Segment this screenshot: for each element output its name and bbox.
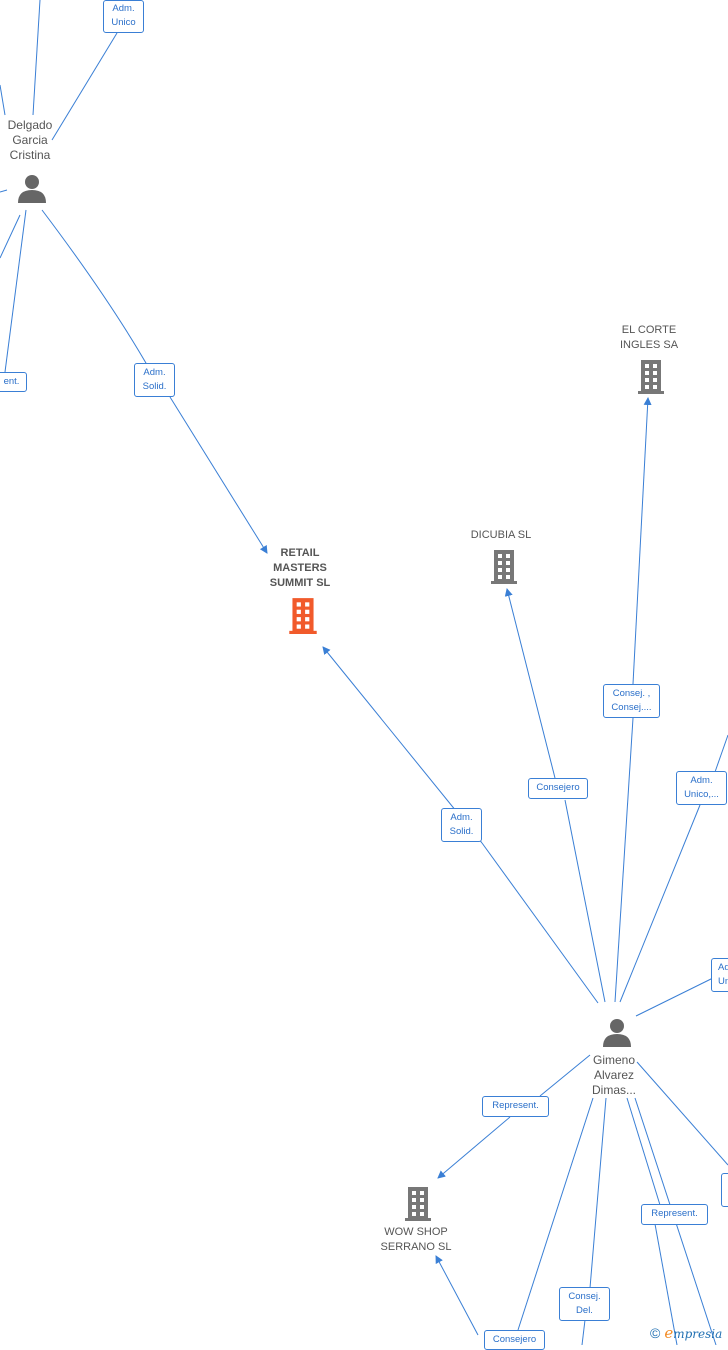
edge-label-represent[interactable]: Represent. [641, 1204, 708, 1225]
building-icon-highlighted [289, 598, 317, 634]
person-label-gimeno: Gimeno Alvarez Dimas... [591, 1053, 636, 1097]
edge-line [517, 1097, 594, 1331]
edge-line [632, 397, 652, 685]
edge-label-represent[interactable]: ent. [0, 372, 27, 392]
company-label-wow-shop: WOW SHOP SERRANO SL [380, 1226, 452, 1253]
edge-line [635, 977, 714, 1017]
edge-line [0, 189, 8, 193]
edge-line [564, 799, 606, 1003]
edge-line [437, 1116, 511, 1179]
brand-watermark: © empresia [650, 1324, 722, 1342]
building-icon [638, 360, 664, 394]
edge-line [619, 804, 701, 1003]
edge-line [626, 1097, 661, 1206]
company-label-dicubia: DICUBIA SL [470, 529, 532, 541]
edge-label-consej[interactable]: Consej. , Consej.... [603, 684, 660, 718]
person-icon [18, 175, 46, 203]
edge-label-adm-unico[interactable]: Adm. Unico,... [676, 771, 727, 805]
edge-line [581, 1319, 586, 1345]
edge-label-consej-del[interactable]: Consej. Del. [559, 1287, 610, 1321]
company-label-retail-masters: RETAIL MASTERS SUMMIT SL [269, 547, 331, 589]
person-label-delgado: Delgado Garcia Cristina [7, 118, 53, 162]
company-label-el-corte-ingles: EL CORTE INGLES SA [619, 324, 679, 351]
edge-label-adm-solid[interactable]: Adm. Solid. [441, 808, 482, 842]
edge-line [435, 1255, 479, 1336]
edge-line [614, 717, 634, 1003]
edge-label-adm-unico-partial[interactable]: Ad Un [711, 958, 728, 992]
person-icon [603, 1019, 631, 1047]
edge-label-partial[interactable] [721, 1173, 728, 1207]
edge-line [0, 214, 21, 259]
edge-line [481, 842, 599, 1004]
edge-label-consejero[interactable]: Consejero [484, 1330, 545, 1350]
edge-line [4, 209, 27, 373]
edge-line [654, 1223, 678, 1345]
edge-line [539, 1054, 591, 1097]
edge-line [714, 734, 728, 773]
edge-line [51, 32, 118, 141]
edge-line [0, 84, 6, 116]
edge-line [169, 396, 268, 554]
building-icon [491, 550, 517, 584]
edge-line [636, 1061, 728, 1166]
copyright-symbol: © [650, 1325, 661, 1341]
brand-name: mpresia [673, 1327, 723, 1341]
edge-label-adm-solid[interactable]: Adm. Solid. [134, 363, 175, 397]
edge-label-consejero[interactable]: Consejero [528, 778, 588, 799]
edge-line [41, 209, 151, 371]
brand-logo-e: e [664, 1324, 674, 1342]
building-icon [405, 1187, 431, 1221]
edge-line [589, 1097, 607, 1289]
edge-line [504, 588, 556, 779]
edge-label-adm-unico[interactable]: Adm. Unico [103, 0, 144, 33]
edge-label-represent[interactable]: Represent. [482, 1096, 549, 1117]
edge-line [32, 0, 41, 116]
